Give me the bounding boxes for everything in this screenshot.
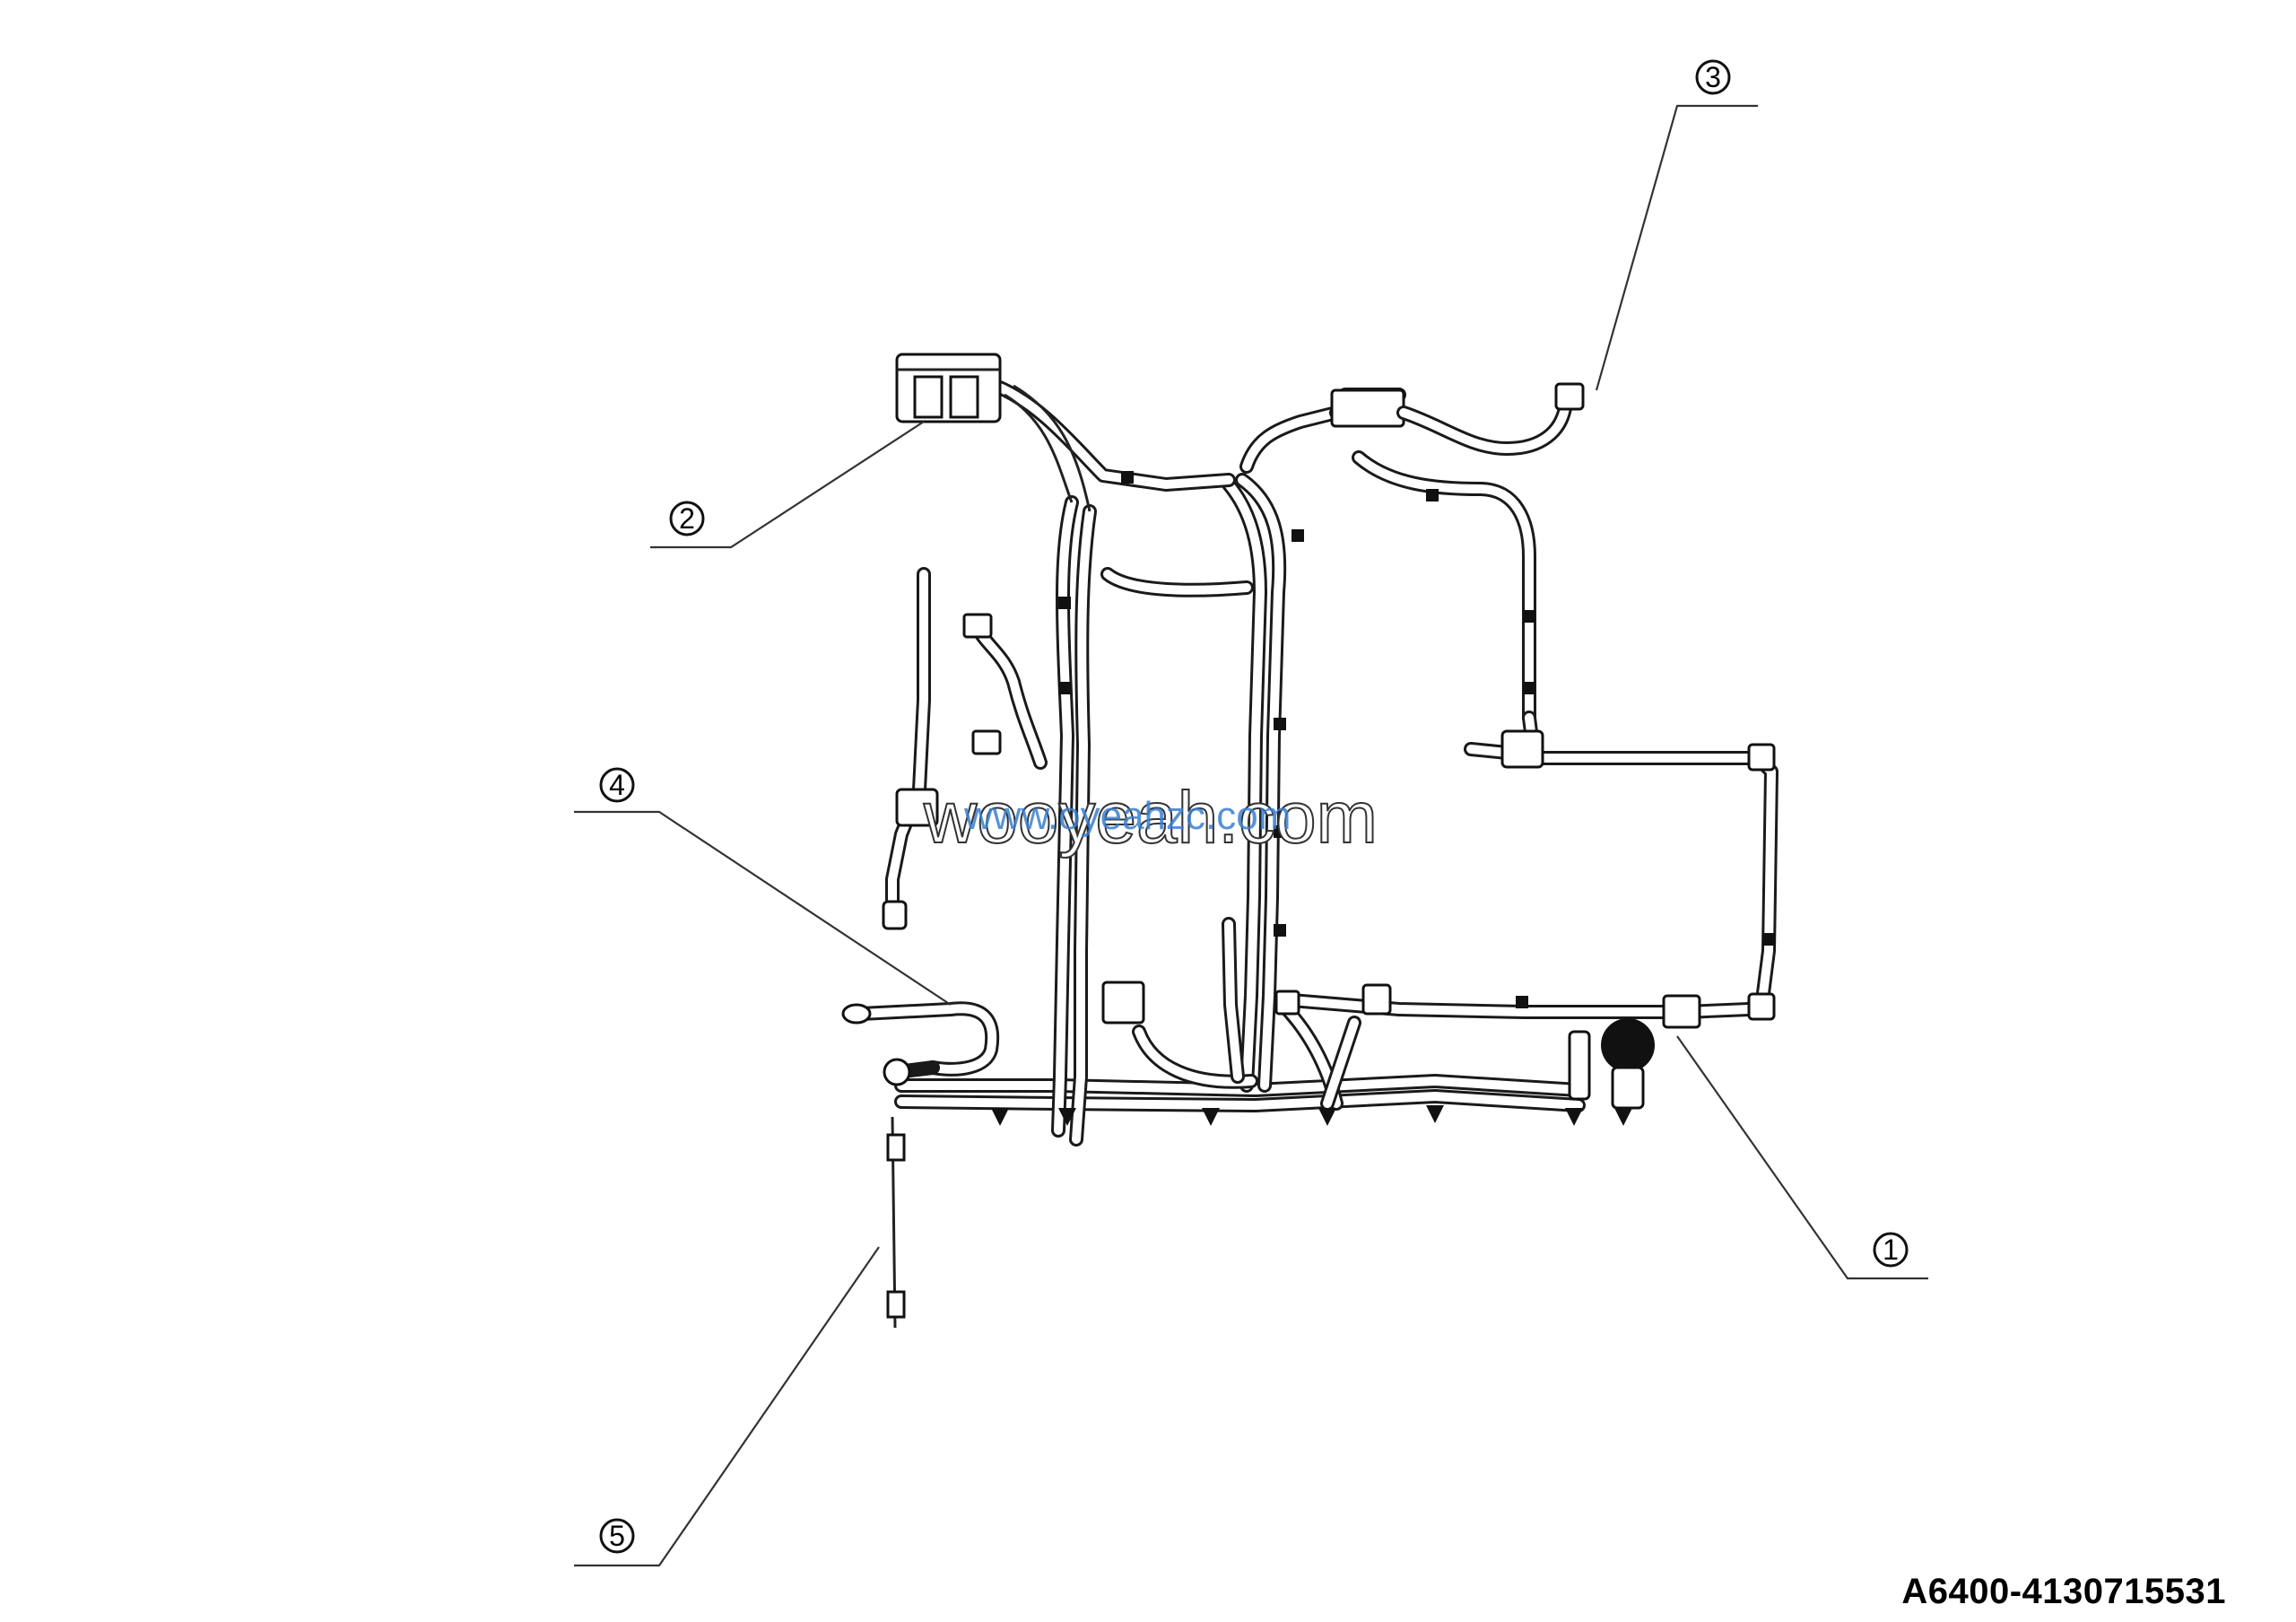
leader-lines bbox=[574, 104, 1928, 1567]
svg-text:1: 1 bbox=[1883, 1234, 1899, 1266]
callout-2: 2 bbox=[669, 501, 705, 536]
battery-cable-part-4 bbox=[841, 1001, 1000, 1086]
svg-text:3: 3 bbox=[1705, 61, 1721, 93]
main-harness-trunk bbox=[894, 1074, 1586, 1112]
middle-vertical-trunk bbox=[1222, 473, 1287, 1093]
round-connector-part-1 bbox=[1568, 1018, 1655, 1110]
inline-module bbox=[1330, 388, 1405, 428]
leader-line-3 bbox=[1595, 104, 1758, 391]
lower-middle-branches bbox=[1101, 917, 1361, 1111]
harness-clips bbox=[991, 471, 1775, 1126]
connector-box-part-2 bbox=[895, 353, 1002, 423]
left-vertical-trunk bbox=[1051, 495, 1097, 1147]
callout-5: 5 bbox=[599, 1518, 635, 1554]
callout-1: 1 bbox=[1873, 1232, 1909, 1268]
svg-text:5: 5 bbox=[609, 1520, 625, 1552]
leader-line-1 bbox=[1676, 1035, 1928, 1280]
callout-4: 4 bbox=[599, 767, 635, 803]
watermark-outline-text: wooyeah.com bbox=[923, 776, 1378, 859]
upper-right-branch bbox=[1329, 382, 1585, 761]
left-dangling-branch bbox=[882, 567, 1048, 930]
ground-strap-part-5 bbox=[886, 1116, 906, 1329]
svg-text:2: 2 bbox=[679, 502, 695, 535]
callout-3: 3 bbox=[1695, 59, 1731, 95]
leader-line-5 bbox=[574, 1246, 880, 1567]
svg-text:4: 4 bbox=[609, 769, 625, 801]
sensor-connector-part-3 bbox=[1554, 382, 1585, 411]
right-loop-harness bbox=[1284, 729, 1779, 1029]
watermark-overlay-text: www.oyeahzc.com bbox=[964, 794, 1292, 838]
top-crossing-harness bbox=[988, 379, 1344, 597]
leader-line-2 bbox=[650, 421, 925, 549]
leader-line-4 bbox=[574, 810, 952, 1006]
drawing-code: A6400-4130715531 bbox=[1901, 1572, 2226, 1611]
